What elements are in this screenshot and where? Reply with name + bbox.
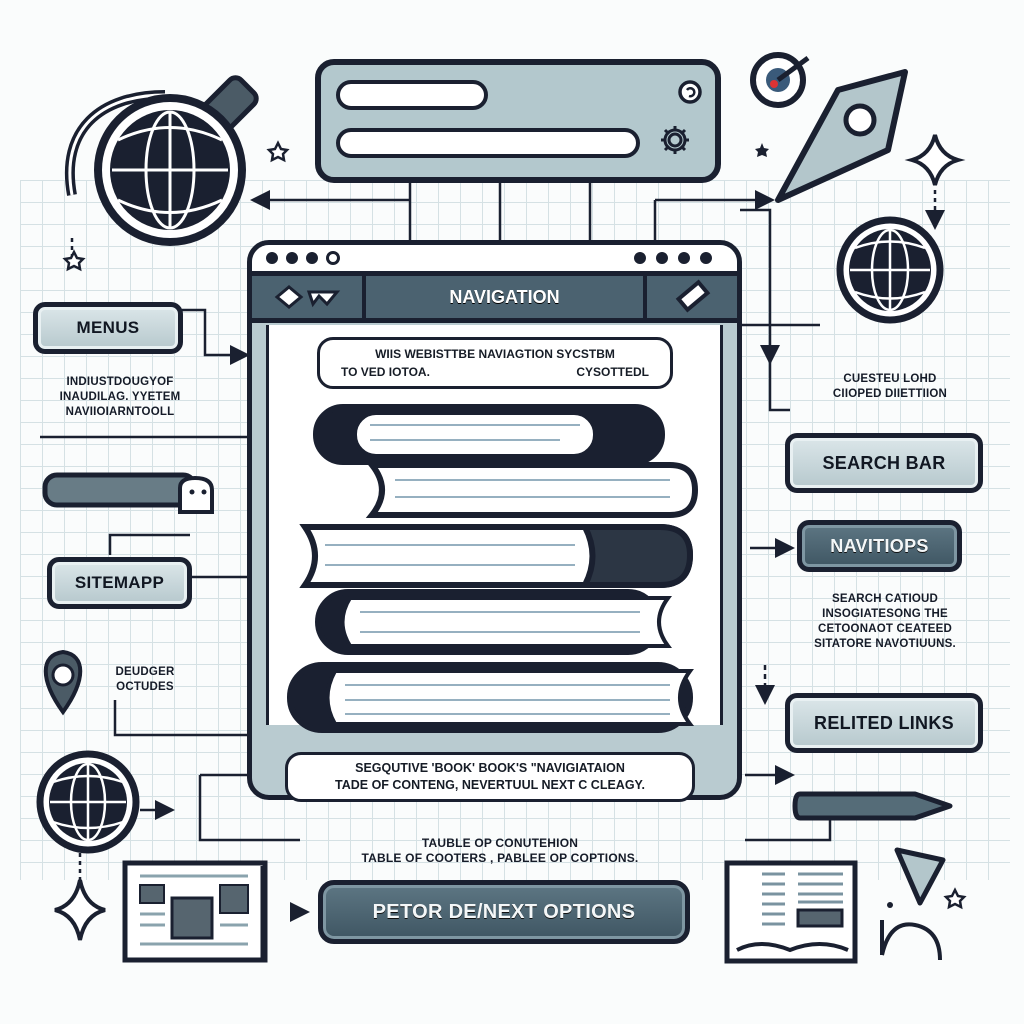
note-line: TAUBLE OP CONUTEHION	[421, 836, 579, 850]
back-forward-buttons[interactable]	[252, 276, 366, 318]
navitiops-note: SEARCH CATIOUD INSOGIATESONG THE CETOONA…	[790, 592, 980, 652]
note-line: CUESTEU LOHD	[843, 373, 937, 385]
menus-button[interactable]: MENUS	[33, 302, 183, 354]
web-page-icon	[122, 860, 268, 963]
note-line: CIIOPED DIIETTIION	[832, 388, 948, 400]
back-forward-arrows-icon	[274, 285, 341, 309]
sparkle-icon	[54, 879, 106, 941]
window-dot	[700, 252, 712, 264]
menus-note: INDIUSTDOUGYOF INAUDILAG. YYETEM NAVIIOI…	[30, 375, 210, 420]
navigation-title: NAVIGATION	[449, 286, 560, 307]
star-icon	[266, 140, 290, 163]
forward-arrow-element	[792, 791, 953, 821]
note-line: TABLE OF COOTERS , PABLEE OP COPTIONS.	[361, 851, 639, 865]
window-dot	[634, 252, 646, 264]
intro-callout-line: TO VED IOTOA.	[341, 365, 430, 379]
note-line: CETOONAOT CEATEED	[818, 623, 952, 635]
navigation-toolbar: NAVIGATION	[252, 276, 737, 323]
globe-icon	[836, 216, 944, 324]
star-icon	[943, 887, 967, 910]
table-of-contents-note: TAUBLE OP CONUTEHION TABLE OF COOTERS , …	[300, 836, 700, 866]
note-line: INDIUSTDOUGYOF	[66, 376, 174, 388]
location-note: DEUDGER OCTUDES	[100, 665, 190, 695]
pen-nib-icon	[775, 69, 908, 203]
pencil-icon	[675, 279, 711, 313]
window-dot	[286, 252, 298, 264]
progress-bar-element	[42, 472, 214, 514]
window-dot	[326, 251, 340, 265]
search-bar-button[interactable]: SEARCH BAR	[785, 433, 983, 493]
note-line: SEARCH CATIOUD	[831, 593, 939, 605]
note-line: OCTUDES	[116, 681, 174, 693]
book-navigation-callout: SEGQUTIVE 'BOOK' BOOK'S "NAVIGIATAION TA…	[285, 752, 695, 802]
intro-callout: WIIS WEBISTTBE NAVIAGTION SYCSTBM TO VED…	[317, 337, 673, 389]
browser-title-bar	[252, 245, 737, 276]
book-callout-line: SEGQUTIVE 'BOOK' BOOK'S "NAVIGIATAION	[355, 761, 625, 775]
window-dot	[266, 252, 278, 264]
target-icon	[750, 52, 810, 108]
address-panel	[315, 59, 721, 183]
search-note: CUESTEU LOHD CIIOPED DIIETTIION	[805, 372, 975, 402]
window-dot	[306, 252, 318, 264]
open-book-icon	[724, 860, 858, 964]
related-links-button[interactable]: RELITED LINKS	[785, 693, 983, 753]
book-callout-line: TADE OF CONTENG, NEVERTUUL NEXT C CLEAGY…	[335, 778, 645, 792]
refresh-icon	[678, 80, 702, 104]
sitemap-button[interactable]: SITEMAPP	[47, 557, 192, 609]
location-pin-icon	[43, 649, 83, 716]
star-icon	[755, 143, 769, 157]
browser-window: NAVIGATION	[247, 240, 742, 800]
note-line: DEUDGER	[115, 666, 175, 678]
navitiops-button[interactable]: NAVITIOPS	[797, 520, 962, 572]
lamp-icon	[880, 847, 946, 961]
edit-button[interactable]	[643, 276, 737, 318]
window-dot	[678, 252, 690, 264]
note-line: NAVIIOIARNTOOLL	[65, 406, 175, 418]
note-line: SITATORE NAVOTIUUNS.	[814, 638, 956, 650]
previous-next-options-button[interactable]: PETOR DE/NEXT OPTIONS	[318, 880, 690, 944]
globe-icon	[36, 750, 140, 854]
sparkle-icon	[904, 134, 966, 186]
intro-callout-line: WIIS WEBISTTBE NAVIAGTION SYCSTBM	[375, 347, 615, 361]
star-icon	[62, 249, 86, 272]
window-dot	[656, 252, 668, 264]
globe-magnifier-icon	[64, 75, 259, 246]
note-line: INSOGIATESONG THE	[822, 608, 948, 620]
note-line: INAUDILAG. YYETEM	[59, 391, 181, 403]
gear-icon	[661, 126, 689, 154]
intro-callout-line: CYSOTTEDL	[576, 365, 649, 379]
